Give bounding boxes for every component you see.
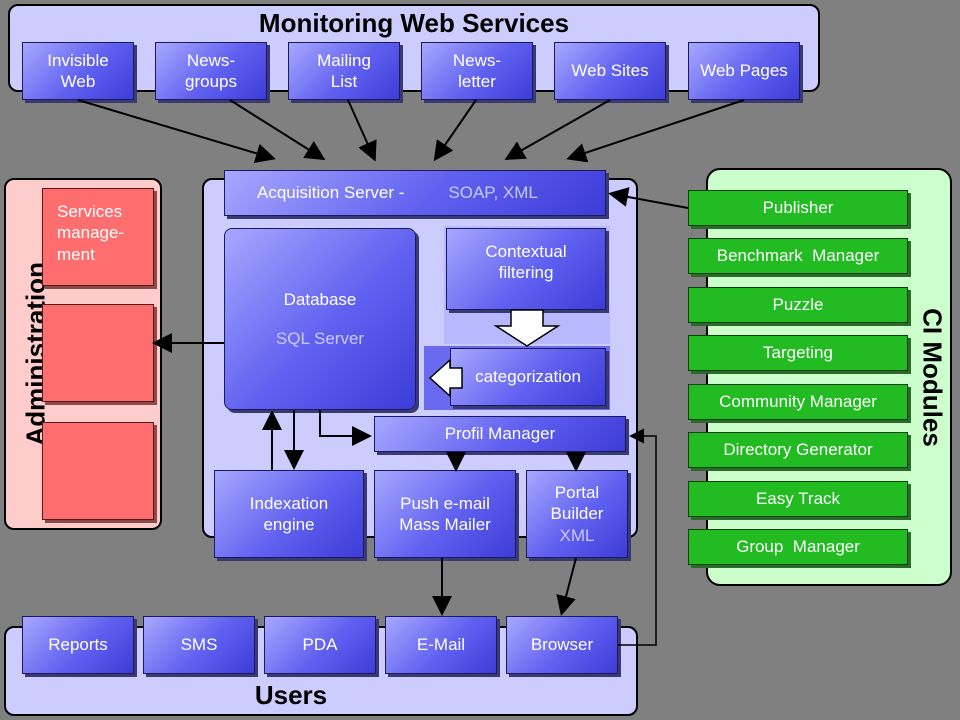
admin-empty-box-2[interactable] <box>42 422 154 520</box>
ci-module-benchmark-manager[interactable]: Benchmark Manager <box>688 238 908 274</box>
admin-empty-box-1[interactable] <box>42 304 154 402</box>
database-label: Database <box>283 289 357 309</box>
push-email-box[interactable]: Push e-mail Mass Mailer <box>374 470 516 558</box>
users-title: Users <box>254 680 328 710</box>
portal-builder-label: Portal Builder <box>550 483 604 524</box>
arrow-mailing-list <box>347 99 377 162</box>
user-channel-sms[interactable]: SMS <box>143 616 255 674</box>
arrow-newsletter <box>433 99 477 162</box>
source-invisible-web[interactable]: Invisible Web <box>22 42 134 100</box>
monitoring-title: Monitoring Web Services <box>258 8 570 38</box>
portal-builder-box[interactable]: Portal Builder XML <box>526 470 628 558</box>
source-web-sites[interactable]: Web Sites <box>554 42 666 100</box>
arrow-browser-profil <box>618 428 657 646</box>
arrow-web-sites <box>504 99 611 160</box>
acquisition-server-box[interactable]: Acquisition Server - SOAP, XML <box>224 170 606 216</box>
database-box[interactable]: Database SQL Server <box>224 228 416 410</box>
arrow-portal-browser <box>556 557 577 616</box>
acquisition-server-protocols: SOAP, XML <box>448 183 538 203</box>
categorization-box[interactable]: categorization <box>450 348 606 406</box>
user-channel-browser[interactable]: Browser <box>506 616 618 674</box>
source-mailing-list[interactable]: Mailing List <box>288 42 400 100</box>
ci-module-easy-track[interactable]: Easy Track <box>688 481 908 517</box>
source-web-pages[interactable]: Web Pages <box>688 42 800 100</box>
user-channel-reports[interactable]: Reports <box>22 616 134 674</box>
ci-module-group-manager[interactable]: Group Manager <box>688 529 908 565</box>
portal-builder-format: XML <box>559 525 595 545</box>
indexation-engine-box[interactable]: Indexation engine <box>214 470 364 558</box>
user-channel-email[interactable]: E-Mail <box>385 616 497 674</box>
source-newsgroups[interactable]: News- groups <box>155 42 267 100</box>
ci-module-targeting[interactable]: Targeting <box>688 335 908 371</box>
contextual-filtering-box[interactable]: Contextual filtering <box>446 228 606 310</box>
arrow-database-profil <box>319 410 372 446</box>
ci-module-directory-generator[interactable]: Directory Generator <box>688 432 908 468</box>
arrow-newsgroups <box>229 99 326 161</box>
arrow-web-pages <box>566 99 745 163</box>
user-channel-pda[interactable]: PDA <box>264 616 376 674</box>
arrow-categorization-database <box>428 358 463 398</box>
ci-module-publisher[interactable]: Publisher <box>688 190 908 226</box>
services-management-box[interactable]: Services manage- ment <box>42 188 154 286</box>
monitoring-panel <box>8 4 820 92</box>
profil-manager-box[interactable]: Profil Manager <box>374 416 626 452</box>
database-engine: SQL Server <box>275 329 365 348</box>
acquisition-server-label: Acquisition Server - <box>257 183 405 203</box>
arrow-filtering-categorization <box>493 309 561 347</box>
source-newsletter[interactable]: News- letter <box>421 42 533 100</box>
ci-module-community-manager[interactable]: Community Manager <box>688 384 908 420</box>
arrow-publisher <box>608 187 689 209</box>
arrow-invisible-web <box>77 99 276 163</box>
ci-module-puzzle[interactable]: Puzzle <box>688 287 908 323</box>
